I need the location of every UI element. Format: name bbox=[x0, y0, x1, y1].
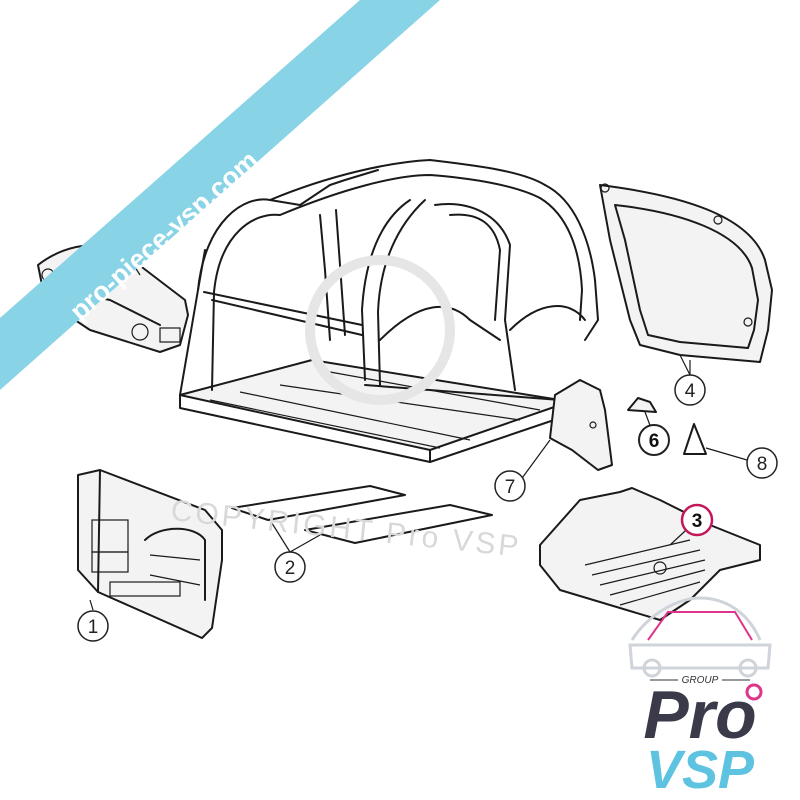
callout-4: 4 bbox=[674, 374, 706, 406]
callout-3-label: 3 bbox=[692, 511, 703, 532]
callout-3: 3 bbox=[680, 503, 714, 537]
watermark-band bbox=[0, 0, 440, 390]
cab-frame bbox=[179, 159, 599, 463]
callout-1: 1 bbox=[77, 610, 109, 642]
logo-group-label: GROUP bbox=[682, 675, 719, 686]
callout-8-label: 8 bbox=[757, 454, 768, 475]
part-1-rear-panel bbox=[77, 469, 223, 639]
callout-3-ring bbox=[680, 503, 714, 537]
part-8-wedge bbox=[683, 423, 707, 455]
part-6-bracket bbox=[627, 397, 657, 413]
callout-6-label: 6 bbox=[649, 431, 660, 452]
part-4-side-frame bbox=[599, 183, 773, 376]
provsp-logo: GROUP Pro VSP bbox=[628, 596, 772, 800]
part-3-rear-tray bbox=[539, 487, 761, 621]
logo-brand-vsp: VSP bbox=[646, 740, 755, 800]
callout-7: 7 bbox=[494, 470, 526, 502]
part-7-support bbox=[549, 379, 613, 471]
callout-2: 2 bbox=[274, 551, 306, 583]
logo-brand-pro: Pro bbox=[643, 677, 756, 753]
callout-6: 6 bbox=[638, 424, 670, 456]
watermark-banner: pro-piece-vsp.com bbox=[0, 0, 440, 390]
logo-accent-icon bbox=[745, 683, 763, 701]
callout-2-label: 2 bbox=[285, 558, 296, 579]
callout-8: 8 bbox=[746, 447, 778, 479]
callout-7-label: 7 bbox=[505, 477, 516, 498]
part-2-floor-mats bbox=[231, 485, 493, 544]
callout-1-label: 1 bbox=[88, 617, 99, 638]
callout-4-label: 4 bbox=[685, 381, 696, 402]
car-silhouette-icon bbox=[628, 596, 772, 678]
